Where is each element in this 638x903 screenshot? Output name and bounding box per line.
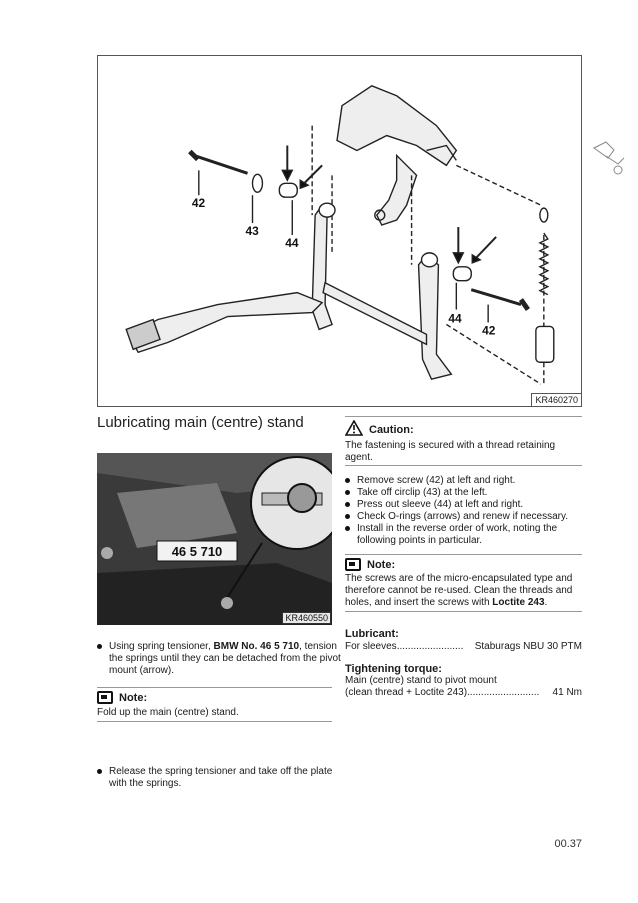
- caution-label: Caution:: [369, 424, 414, 436]
- lubricant-row: For sleeves ........................ Sta…: [345, 641, 582, 653]
- left-note-text: Fold up the main (centre) stand.: [97, 707, 239, 718]
- figure-ref-label: KR460270: [531, 393, 581, 406]
- step-item: Check O-rings (arrows) and renew if nece…: [345, 511, 582, 523]
- divider: [345, 465, 582, 466]
- spring-tensioner-photo: 46 5 710 KR460550: [97, 453, 332, 625]
- callout-43: 43: [246, 224, 260, 238]
- right-note-label: Note:: [367, 559, 396, 571]
- divider: [97, 687, 332, 688]
- warning-triangle-icon: [345, 420, 363, 436]
- divider: [345, 416, 582, 417]
- tool-number-label: 46 5 710: [172, 544, 223, 559]
- left-step-1-tool-number: BMW No. 46 5 710: [213, 641, 300, 652]
- right-note-text-pre: The screws are of the micro-encapsulated…: [345, 573, 573, 608]
- main-stand-drawing: 42 43 44 44 42: [125, 85, 555, 385]
- caution-heading: Caution:: [345, 420, 414, 436]
- left-step-1-text-pre: Using spring tensioner,: [109, 641, 214, 652]
- lubricant-item: For sleeves: [345, 641, 397, 652]
- lubricant-heading: Lubricant:: [345, 628, 399, 640]
- lubricant-dots: ........................: [396, 641, 464, 652]
- callout-42-right: 42: [482, 323, 496, 337]
- side-thumb-illustration: [588, 128, 636, 186]
- left-note-heading: Note:: [97, 691, 147, 704]
- page-number: 00.37: [554, 838, 582, 850]
- divider: [345, 611, 582, 612]
- loctite-label: Loctite 243: [492, 597, 545, 608]
- step-item: Press out sleeve (44) at left and right.: [345, 499, 582, 511]
- section-title: Lubricating main (centre) stand: [97, 414, 304, 431]
- left-step-1: Using spring tensioner, BMW No. 46 5 710…: [97, 641, 344, 677]
- note-icon: [97, 691, 113, 704]
- callout-44-left: 44: [285, 236, 299, 250]
- right-note-text-post: .: [544, 597, 548, 608]
- note-icon: [345, 558, 361, 571]
- torque-heading: Tightening torque:: [345, 663, 442, 675]
- caution-text: The fastening is secured with a thread r…: [345, 440, 556, 463]
- step-item: Take off circlip (43) at the left.: [345, 487, 582, 499]
- torque-line-2: (clean thread + Loctite 243): [345, 687, 468, 698]
- lubricant-value: Staburags NBU 30 PTM: [474, 641, 582, 652]
- torque-dots: ..........................: [467, 687, 540, 698]
- callout-44-right: 44: [448, 311, 462, 325]
- callout-42-left: 42: [192, 196, 206, 210]
- photo-ref-label: KR460550: [282, 612, 331, 624]
- torque-value: 41 Nm: [552, 687, 582, 698]
- left-note-label: Note:: [119, 692, 148, 704]
- left-step-2: Release the spring tensioner and take of…: [97, 766, 344, 790]
- right-note-text: The screws are of the micro-encapsulated…: [345, 573, 582, 609]
- step-item: Install in the reverse order of work, no…: [345, 523, 582, 547]
- step-item: Remove screw (42) at left and right.: [345, 475, 582, 487]
- torque-row: (clean thread + Loctite 243) ...........…: [345, 687, 582, 699]
- torque-line-1: Main (centre) stand to pivot mount: [345, 675, 497, 686]
- divider: [97, 721, 332, 722]
- main-stand-exploded-figure: 42 43 44 44 42 KR460270: [97, 55, 582, 407]
- procedure-steps: Remove screw (42) at left and right. Tak…: [345, 475, 582, 547]
- left-step-1-text-post: , tension the springs until they can be …: [109, 641, 341, 676]
- right-note-heading: Note:: [345, 558, 395, 571]
- divider: [345, 554, 582, 555]
